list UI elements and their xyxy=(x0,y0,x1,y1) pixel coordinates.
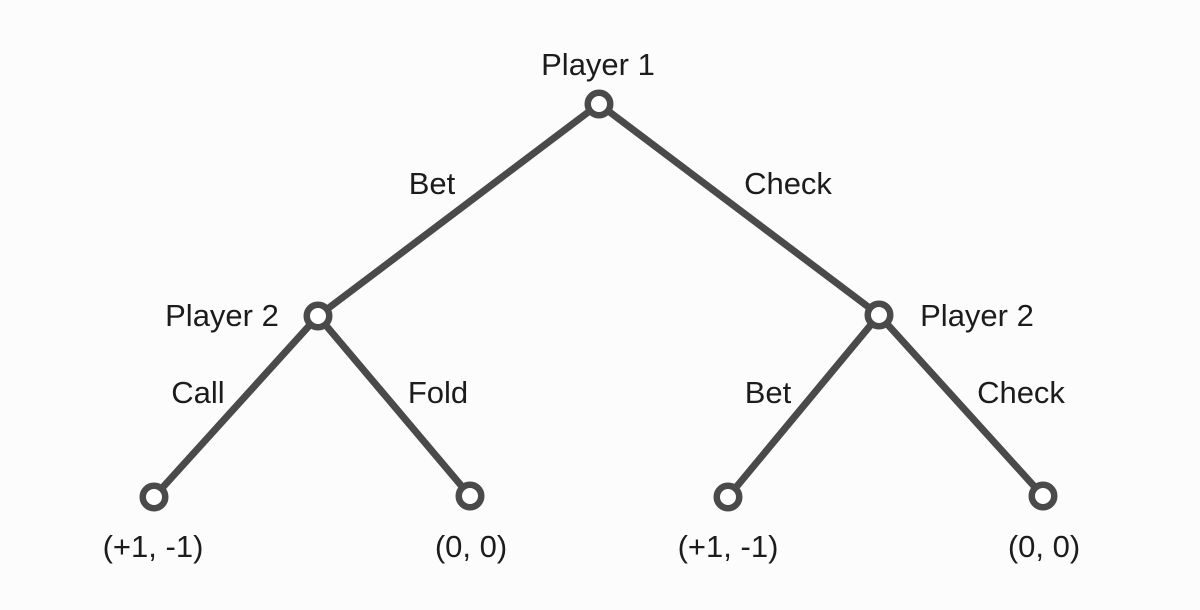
label-player1: Player 1 xyxy=(541,47,655,82)
label-player2-left: Player 2 xyxy=(165,298,279,333)
label-payoff-check-bet: (+1, -1) xyxy=(678,529,779,564)
label-payoff-check-check: (0, 0) xyxy=(1008,529,1080,564)
edge-bet xyxy=(314,100,603,320)
node-leaf-check-bet xyxy=(713,482,743,512)
edge-check2 xyxy=(875,311,1047,500)
node-player1-root xyxy=(584,89,614,119)
label-player2-right: Player 2 xyxy=(920,298,1034,333)
node-player2-right xyxy=(864,300,894,330)
label-edge-bet: Bet xyxy=(409,166,456,201)
edge-bet2 xyxy=(724,311,883,501)
label-edge-call: Call xyxy=(171,375,224,410)
label-edge-fold: Fold xyxy=(408,375,468,410)
label-payoff-bet-call: (+1, -1) xyxy=(103,529,204,564)
node-player2-left xyxy=(303,301,333,331)
node-leaf-check-check xyxy=(1028,481,1058,511)
edge-check xyxy=(595,100,883,319)
label-edge-check: Check xyxy=(744,166,832,201)
node-leaf-bet-call xyxy=(139,482,169,512)
edge-fold xyxy=(314,312,474,500)
edge-call xyxy=(150,312,322,501)
label-edge-check2: Check xyxy=(977,375,1065,410)
label-payoff-bet-fold: (0, 0) xyxy=(435,529,507,564)
label-edge-bet2: Bet xyxy=(745,375,792,410)
node-leaf-bet-fold xyxy=(455,481,485,511)
